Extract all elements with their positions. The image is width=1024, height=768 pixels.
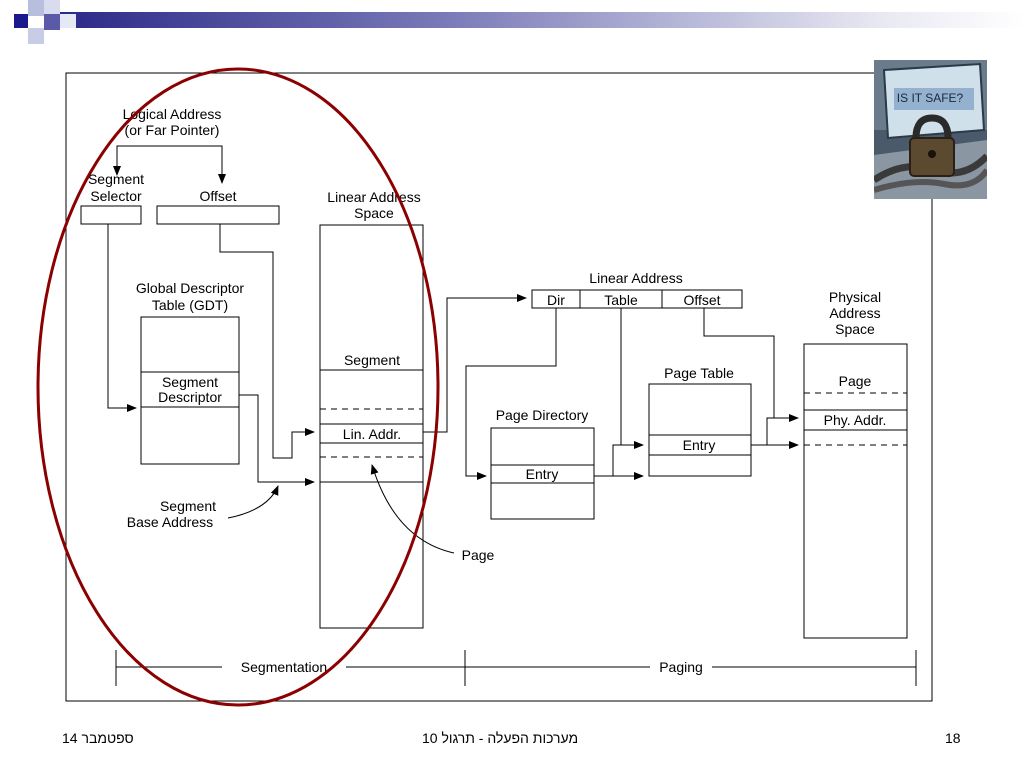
footer-title: מערכות הפעלה - תרגול 10 — [422, 730, 579, 746]
physical-label: Physical — [829, 289, 881, 305]
linear-address-space-label-2: Space — [354, 205, 394, 221]
segment-descriptor-label-2: Descriptor — [158, 389, 222, 405]
gradient-bar — [60, 12, 1024, 28]
diagram-frame — [65, 72, 933, 702]
segment-selector-box — [80, 205, 142, 225]
light-square — [44, 0, 60, 14]
dir-to-entry-arrow — [465, 308, 557, 480]
gdt-table — [140, 316, 240, 465]
linear-address-label: Linear Address — [589, 270, 682, 286]
phy-addr-label: Phy. Addr. — [824, 412, 887, 428]
light-square — [28, 0, 44, 16]
physical-address-space-column — [803, 343, 908, 639]
page-number: 18 — [945, 730, 961, 746]
sign-text: IS IT SAFE? — [897, 91, 964, 105]
segment-base-label: Segment — [160, 498, 216, 514]
table-label: Table — [604, 292, 638, 308]
offset2-label: Offset — [683, 292, 720, 308]
security-photo: IS IT SAFE? — [874, 60, 987, 199]
segment-base-pointer — [227, 485, 279, 519]
logical-address-label: Logical Address — [123, 106, 222, 122]
mid-square — [44, 14, 60, 30]
blue-square — [14, 14, 28, 28]
segmentation-label: Segmentation — [241, 659, 327, 675]
offset-index-line — [703, 308, 775, 418]
gdt-label-2: Table (GDT) — [152, 297, 228, 313]
selector-to-descriptor-arrow — [107, 224, 137, 412]
highlight-ellipse — [36, 67, 440, 707]
entry-dir-label: Entry — [526, 466, 559, 482]
page-directory-table — [490, 427, 595, 520]
physical-label-3: Space — [835, 321, 875, 337]
segment-base-label-2: Base Address — [127, 514, 213, 530]
physical-label-2: Address — [829, 305, 880, 321]
security-photo-illustration: IS IT SAFE? — [874, 60, 987, 199]
entry-table-label: Entry — [683, 437, 716, 453]
page-label: Page — [462, 547, 495, 563]
offset-label: Offset — [199, 188, 236, 204]
offset-to-linaddr-arrow — [219, 224, 315, 459]
page-pointer — [370, 464, 455, 554]
linear-address-fields — [531, 289, 743, 309]
page-directory-label: Page Directory — [496, 407, 589, 423]
page-table-table — [648, 383, 752, 477]
selector-label: Selector — [90, 188, 142, 204]
linear-address-space-label: Linear Address — [327, 189, 420, 205]
dir-label: Dir — [547, 292, 565, 308]
footer-date: ספטמבר 14 — [62, 730, 134, 746]
descriptor-to-base-arrow — [239, 394, 315, 486]
offset-box — [156, 205, 280, 225]
segment-descriptor-label: Segment — [162, 374, 218, 390]
linear-address-space-column — [319, 224, 424, 629]
light-square — [28, 28, 44, 44]
segment-label: Segment — [88, 171, 144, 187]
title-bar-decoration — [0, 0, 1024, 44]
page-phys-label: Page — [839, 373, 872, 389]
page-table-label: Page Table — [664, 365, 734, 381]
paging-label: Paging — [659, 659, 703, 675]
lin-addr-label: Lin. Addr. — [343, 426, 401, 442]
segment-in-space-label: Segment — [344, 352, 400, 368]
gdt-label: Global Descriptor — [136, 280, 244, 296]
far-pointer-label: (or Far Pointer) — [125, 122, 220, 138]
light-square — [60, 14, 76, 28]
